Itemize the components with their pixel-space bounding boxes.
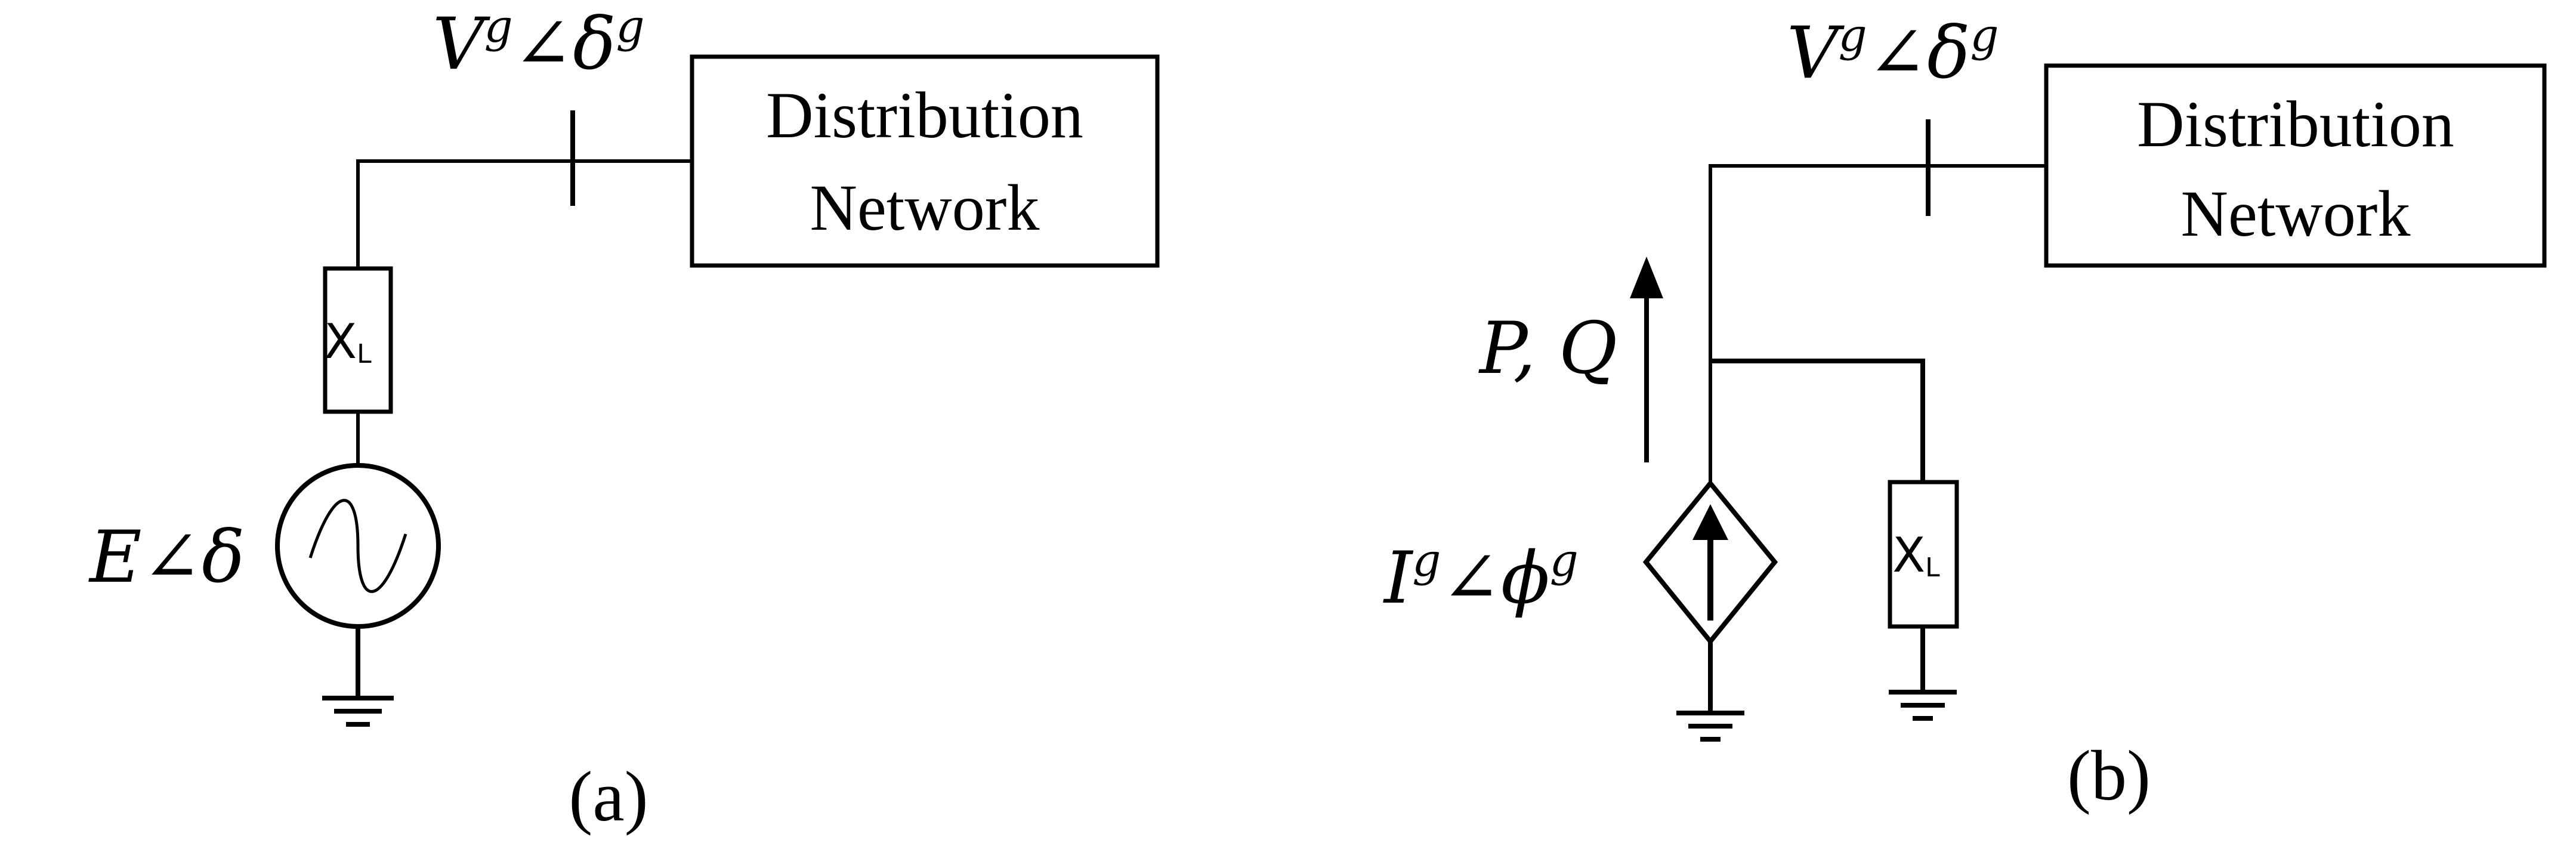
panel-b-source-ground-icon: [1676, 711, 1744, 742]
panel-a-bus-voltage-label: Vg∠δg: [433, 0, 645, 86]
source-label: E∠δ: [88, 516, 245, 599]
power-flow-label: P, Q: [1478, 307, 1617, 390]
panel-b-bus-wire: [1709, 164, 2048, 485]
panel-a: Distribution Network Vg∠δg XL E∠δ (a): [88, 0, 1160, 836]
panel-a-ground-icon: [322, 696, 394, 727]
power-flow-arrow-icon: [1630, 257, 1663, 462]
panel-b-reactance-ground-icon: [1889, 690, 1957, 721]
panel-b-reactance: XL: [1888, 480, 1959, 629]
panel-b-caption: (b): [2067, 736, 2151, 815]
panel-a-caption: (a): [569, 757, 648, 836]
reactance-label: XL: [324, 314, 372, 369]
current-source-label: Ig∠ϕg: [1383, 534, 1579, 620]
panel-b-distribution-network-box: Distribution Network: [2044, 63, 2547, 268]
panel-b-bus-voltage-label: Vg∠δg: [1787, 9, 1999, 95]
panel-a-distribution-network-box: Distribution Network: [690, 54, 1160, 268]
panel-a-wires: [356, 159, 694, 698]
network-label-line2: Network: [810, 171, 1040, 244]
network-label-line1: Distribution: [766, 79, 1083, 152]
panel-b-wires: [1708, 164, 2048, 713]
panel-a-bus-wire: [356, 159, 694, 270]
network-label-line2: Network: [2181, 177, 2411, 250]
reactance-label: XL: [1892, 527, 1940, 583]
network-label-line1: Distribution: [2137, 88, 2454, 161]
panel-b-branch-wire: [1710, 359, 1925, 482]
panel-b: Distribution Network Vg∠δg P, Q Ig∠ϕg XL: [1383, 9, 2547, 815]
ac-source-icon: [275, 463, 441, 629]
panel-a-reactance: XL: [323, 266, 393, 414]
dependent-current-source-icon: [1642, 479, 1778, 646]
